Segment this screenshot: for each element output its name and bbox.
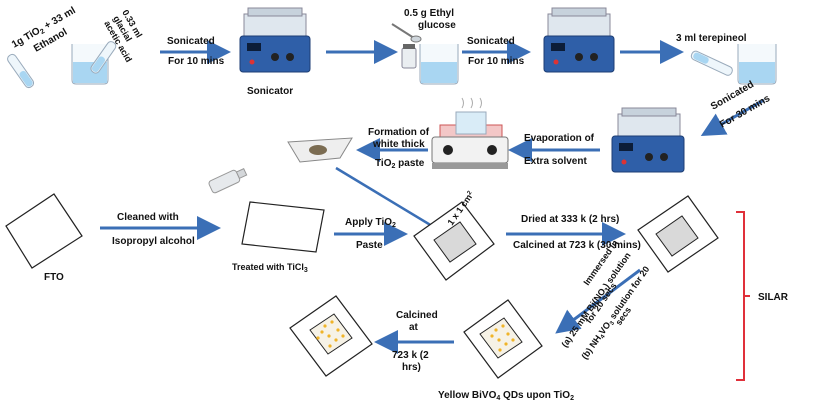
arrow1-bottom: For 10 mins xyxy=(168,56,225,67)
calcined-substrate xyxy=(637,195,719,273)
bottle xyxy=(208,167,248,194)
evaporation-line1: Evaporation of xyxy=(524,133,595,144)
arrow-immersion xyxy=(555,268,641,334)
arrow2-top: Sonicated xyxy=(467,36,515,47)
immersion-text: Immersed in (a) 25 mM Bi(NO3) solution f… xyxy=(559,238,651,361)
test-tube-acid xyxy=(90,41,117,74)
clean-top: Cleaned with xyxy=(117,212,179,223)
arrow2-bottom: For 10 mins xyxy=(468,56,525,67)
qd-substrate-2 xyxy=(289,295,373,377)
calcine-line3: 723 k (2 xyxy=(392,350,429,361)
ticl-label: Treated with TiCl3 xyxy=(232,262,308,274)
coated-substrate xyxy=(413,201,495,281)
sonicator-2 xyxy=(543,7,615,73)
glucose-setup xyxy=(391,23,459,85)
arrow-sonicate-3 xyxy=(700,98,765,136)
sonicator-label: Sonicator xyxy=(247,86,293,97)
sonicator-3 xyxy=(611,107,685,173)
glucose-line1: 0.5 g Ethyl xyxy=(404,8,454,19)
paste-line3: TiO2 paste xyxy=(375,158,425,170)
silar-bracket xyxy=(736,211,745,381)
fto-label: FTO xyxy=(44,272,64,283)
apply-bottom: Paste xyxy=(356,240,383,251)
glucose-line2: glucose xyxy=(418,20,456,31)
evaporation-line2: Extra solvent xyxy=(524,156,587,167)
qd-substrate-1 xyxy=(463,299,543,379)
paste-line1: Formation of xyxy=(368,127,430,138)
paste-line2: white thick xyxy=(372,139,425,150)
paste-dish xyxy=(287,137,353,163)
dry-top: Dried at 333 k (2 hrs) xyxy=(521,214,619,225)
terpineol-label: 3 ml terepineol xyxy=(676,33,747,44)
final-label: Yellow BiVO4 QDs upon TiO2 xyxy=(438,390,574,402)
hot-plate xyxy=(431,97,509,169)
silar-label: SILAR xyxy=(758,292,789,303)
fto-substrate xyxy=(5,193,83,269)
clean-bottom: Isopropyl alcohol xyxy=(112,236,195,247)
ticl-substrate xyxy=(241,201,325,253)
sonicator-1 xyxy=(239,7,311,73)
test-tube-tio2 xyxy=(7,53,35,89)
beaker-1 xyxy=(71,44,109,85)
dry-bottom: Calcined at 723 k (30 mins) xyxy=(513,240,641,251)
terpineol-setup xyxy=(690,44,777,85)
calcine-line1: Calcined xyxy=(396,310,438,321)
calcine-line4: hrs) xyxy=(402,362,421,373)
arrow1-top: Sonicated xyxy=(167,36,215,47)
calcine-line2: at xyxy=(409,322,419,333)
apply-top: Apply TiO2 xyxy=(345,217,396,229)
